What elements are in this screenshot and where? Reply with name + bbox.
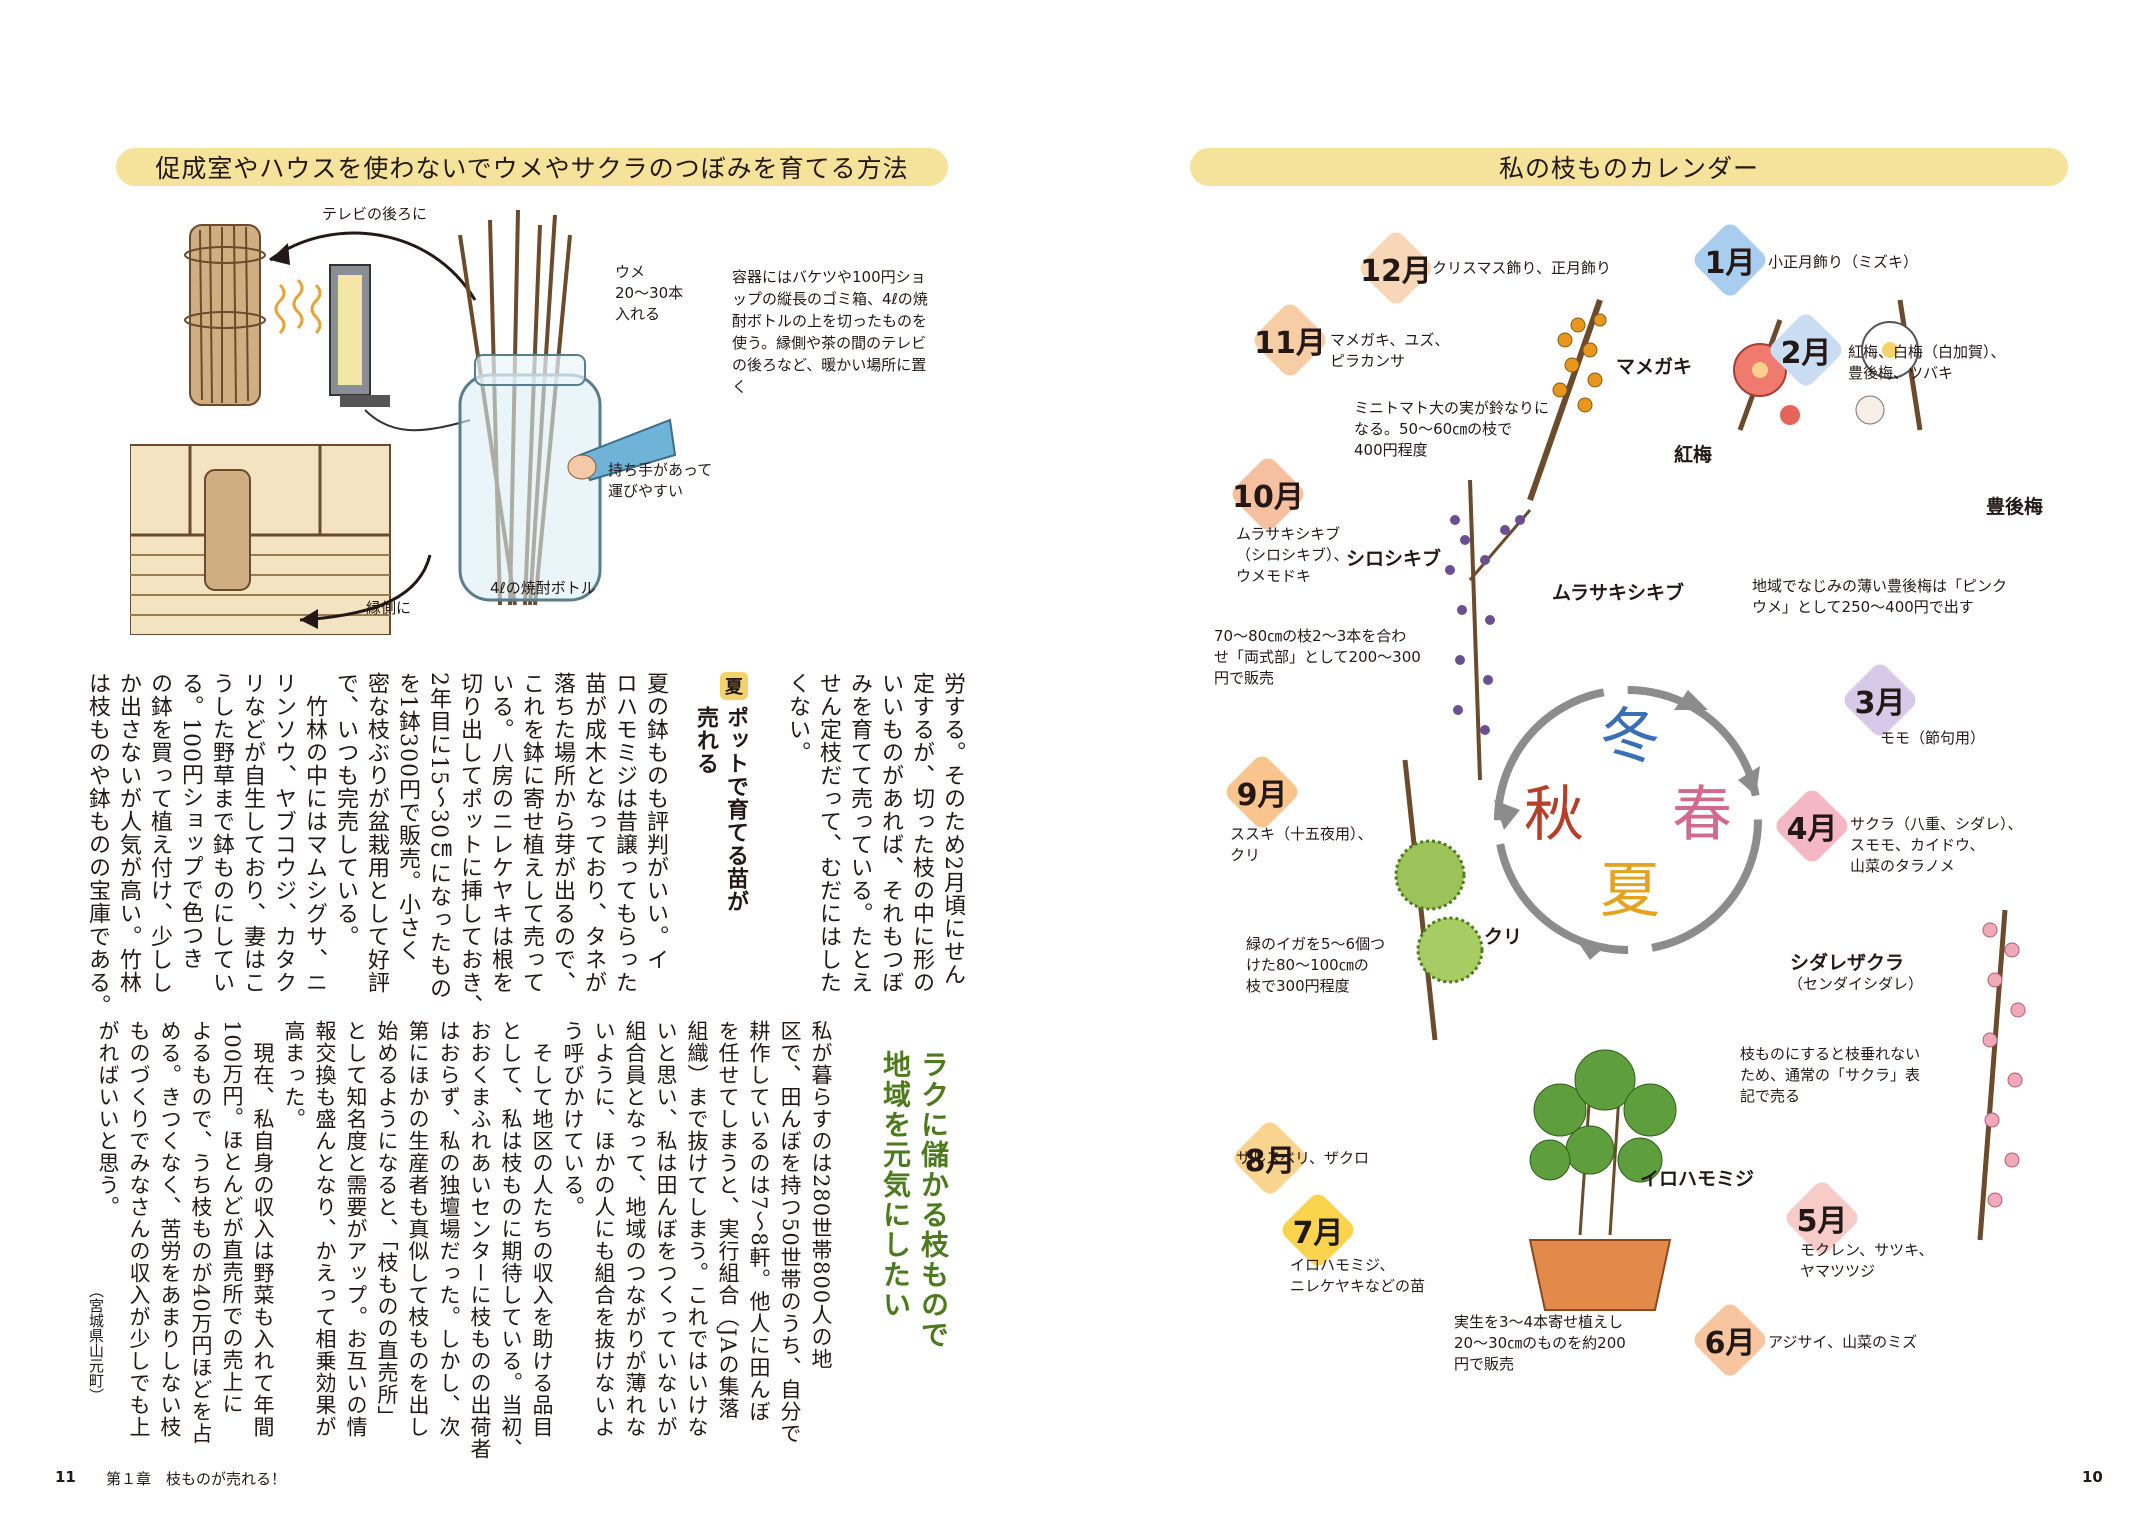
plant-irohamomiji: イロハモミジ xyxy=(1640,1168,1755,1190)
season-cycle xyxy=(1494,686,1762,960)
note-mamegaki: ミニトマト大の実が鈴なりに なる。50〜60㎝の枝で 400円程度 xyxy=(1354,399,1550,459)
month-7-text: イロハモミジ、 ニレケヤキなどの苗 xyxy=(1290,1256,1426,1295)
month-11-text: マメガキ、ユズ、 ピラカンサ xyxy=(1330,331,1450,370)
shidarezakura-image xyxy=(1977,909,2026,1241)
plant-shidarezakura-sub: （センダイシダレ） xyxy=(1788,975,1924,993)
lower-text: 私が暮らすのは280世帯800人の地 区で、田んぼを持つ50世帯のうち、自分で … xyxy=(96,1020,833,1460)
month-9-text: ススキ（十五夜用）、 クリ xyxy=(1230,825,1373,864)
season-winter: 冬 xyxy=(1600,702,1660,772)
plant-kuri: クリ xyxy=(1484,926,1523,948)
month-4: 4月 xyxy=(1772,786,1852,866)
note-bungoume: 地域でなじみの薄い豊後梅は「ピンク ウメ」として250〜400円で出す xyxy=(1752,577,2008,616)
summer-text: 夏の鉢ものも評判がいい。イ ロハモミジは昔譲ってもらった 苗が成木となっており、… xyxy=(85,672,668,1017)
month-11: 11月 xyxy=(1250,300,1330,380)
month-3: 3月 xyxy=(1840,660,1920,740)
month-10-text: ムラサキシキブ （シロシキブ）、 ウメモドキ xyxy=(1236,525,1349,585)
month-10: 10月 xyxy=(1228,454,1308,534)
month-8: 8月 xyxy=(1230,1118,1310,1198)
label-ume: ウメ 20〜30本 入れる xyxy=(615,263,684,323)
murasakishikibu-image xyxy=(1445,479,1532,781)
engawa-image xyxy=(130,444,432,635)
chapter-title: 第１章 枝ものが売れる！ xyxy=(106,1470,287,1488)
month-9: 9月 xyxy=(1222,752,1302,832)
season-summer: 夏 xyxy=(1600,856,1660,926)
month-8-text: サルスベリ、ザクロ xyxy=(1236,1149,1370,1167)
note-sakura: 枝ものにすると枝垂れない ため、通常の「サクラ」表 記で売る xyxy=(1740,1045,1921,1105)
note-kuri: 緑のイガを5〜6個つ けた80〜100㎝の 枝で300円程度 xyxy=(1246,935,1386,995)
tv-image xyxy=(329,264,471,432)
irohamomiji-image xyxy=(1528,1049,1677,1311)
month-1-text: 小正月飾り（ミズキ） xyxy=(1768,253,1919,271)
month-3-text: モモ（節句用） xyxy=(1880,729,1986,747)
jar-with-branches-image xyxy=(458,209,677,606)
illustration-note: 容器にはバケツや100円ショップの縦長のゴミ箱、4ℓの焼酎ボトルの上を切ったもの… xyxy=(732,268,928,396)
right-page-number: 10 xyxy=(2082,1468,2103,1486)
plant-shiroshikibu: シロシキブ xyxy=(1346,548,1442,570)
note-momiji: 実生を3〜4本寄せ植えし 20〜30㎝のものを約200 円で販売 xyxy=(1454,1313,1626,1373)
month-1: 1月 xyxy=(1690,220,1770,300)
label-bottle: 4ℓの焼酎ボトル xyxy=(490,579,596,597)
month-12: 12月 xyxy=(1356,228,1436,308)
month-2: 2月 xyxy=(1766,310,1846,390)
note-murasaki: 70〜80㎝の枝2〜3本を合わ せ「両式部」として200〜300 円で販売 xyxy=(1214,627,1421,687)
left-page-number: 11 xyxy=(55,1468,76,1486)
month-12-text: クリスマス飾り、正月飾り xyxy=(1432,259,1611,277)
lower-heading: ラクに儲かる枝もので 地域を元気にしたい xyxy=(879,1050,950,1350)
plant-koubai: 紅梅 xyxy=(1674,444,1713,466)
season-spring: 春 xyxy=(1672,780,1732,850)
label-engawa: 縁側に xyxy=(366,599,412,617)
plant-bungoume: 豊後梅 xyxy=(1986,496,2044,518)
plant-mamegaki: マメガキ xyxy=(1616,356,1693,378)
branch-bundle-image xyxy=(184,224,266,406)
right-banner: 私の枝ものカレンダー xyxy=(1190,148,2068,186)
month-7: 7月 xyxy=(1278,1190,1358,1270)
location-text: （宮城県山元町） xyxy=(87,1283,105,1403)
mamegaki-image xyxy=(1527,299,1607,501)
month-2-text: 紅梅、白梅（白加賀）、 豊後梅、ツバキ xyxy=(1848,343,2006,382)
month-4-text: サクラ（八重、シダレ）、 スモモ、カイドウ、 山菜のタラノメ xyxy=(1850,815,2023,875)
left-banner: 促成室やハウスを使わないでウメやサクラのつぼみを育てる方法 xyxy=(116,148,948,186)
label-tv-behind: テレビの後ろに xyxy=(322,205,428,223)
month-6-text: アジサイ、山菜のミズ xyxy=(1768,1333,1918,1351)
body-upper-text: 労する。そのため2月頃にせん 定するが、切った枝の中に形の いいものがあれば、そ… xyxy=(785,672,965,994)
season-autumn: 秋 xyxy=(1524,780,1584,850)
month-5: 5月 xyxy=(1782,1178,1862,1258)
forcing-illustration xyxy=(130,209,677,635)
month-6: 6月 xyxy=(1690,1300,1770,1380)
summer-heading: ポットで育てる苗が 売れる xyxy=(693,706,748,913)
month-5-text: モクレン、サツキ、 ヤマツツジ xyxy=(1800,1241,1934,1280)
label-handle: 持ち手があって 運びやすい xyxy=(608,461,713,500)
summer-badge: 夏 xyxy=(720,672,748,700)
bungoume-image xyxy=(1855,299,1923,431)
kuri-image xyxy=(1394,759,1484,1041)
plant-shidarezakura: シダレザクラ xyxy=(1790,952,1905,974)
arrow-to-tv xyxy=(269,231,477,301)
plant-murasakishikibu: ムラサキシキブ xyxy=(1552,582,1685,604)
